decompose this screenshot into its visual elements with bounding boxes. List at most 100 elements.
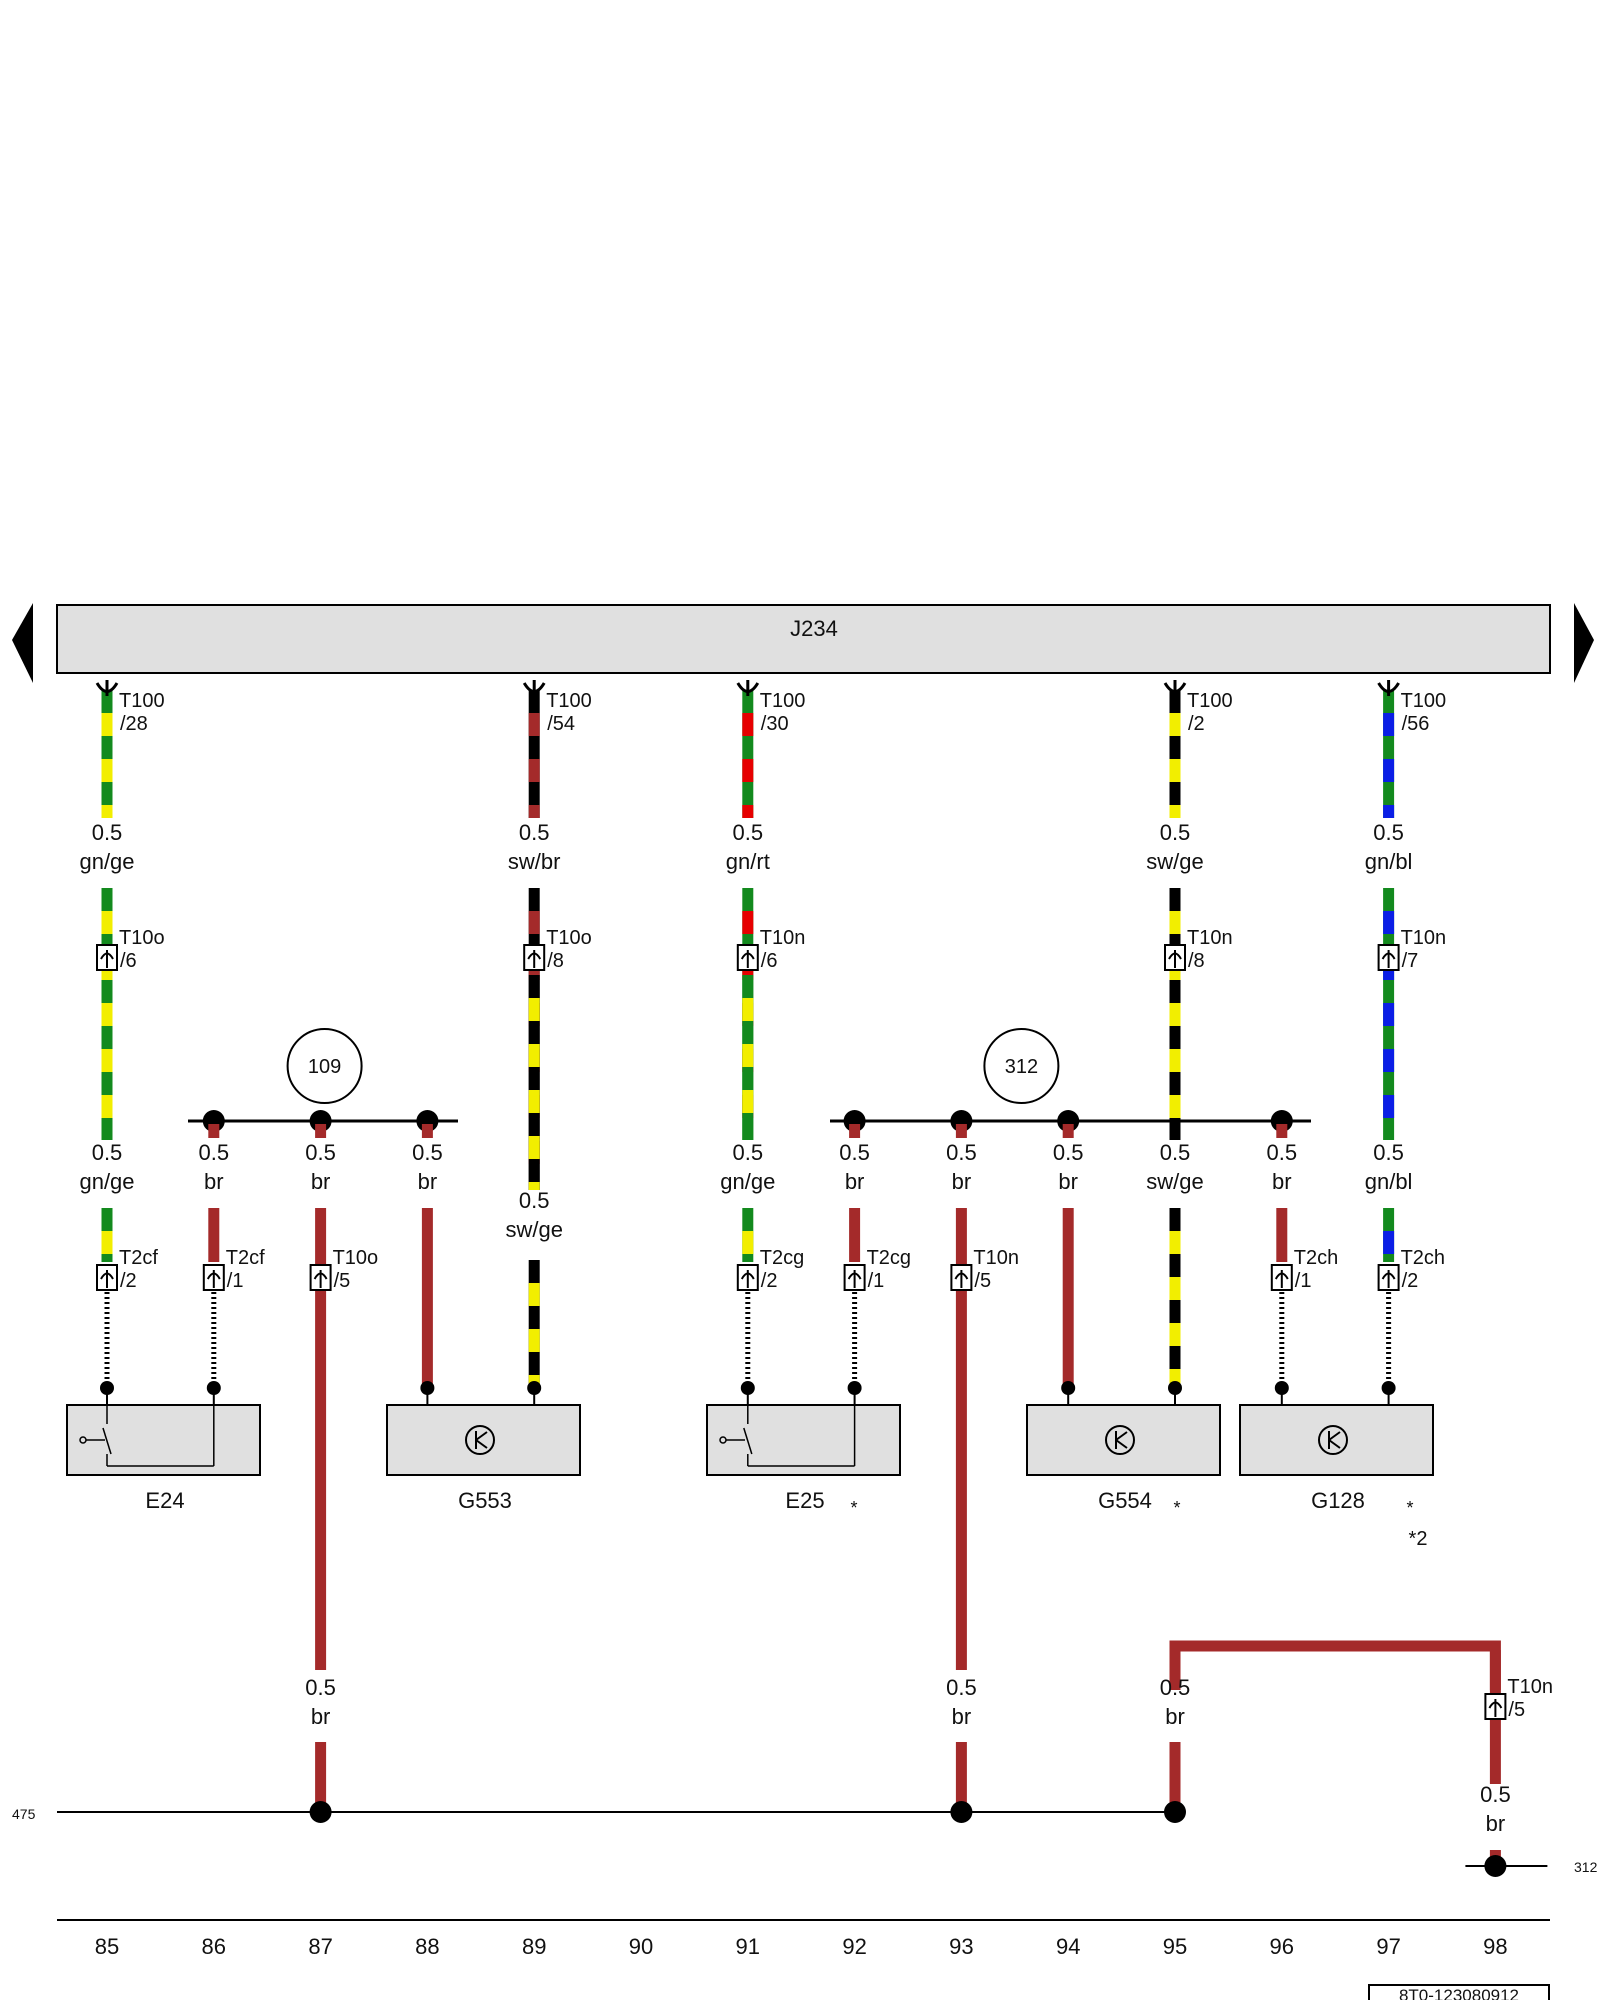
ref-312: 312 bbox=[1574, 1859, 1598, 1875]
column-number: 90 bbox=[629, 1934, 653, 1959]
component-g553-label: G553 bbox=[458, 1488, 512, 1513]
component-g554-box bbox=[1026, 1404, 1221, 1476]
component-g554-sensor-icon bbox=[1105, 1425, 1135, 1455]
wire-col-95-mid-connector: T10n bbox=[1187, 927, 1233, 949]
column-number: 89 bbox=[522, 1934, 546, 1959]
ref-475: 475 bbox=[12, 1806, 36, 1822]
column-number: 95 bbox=[1163, 1934, 1187, 1959]
branch-col-93-bot-pin: /5 bbox=[974, 1270, 991, 1292]
component-e25-switch-contact bbox=[743, 1427, 753, 1455]
component-g128-sensor-icon-collector bbox=[1328, 1431, 1341, 1441]
page-next-arrow[interactable] bbox=[1574, 603, 1594, 683]
wire-col-95-upper-label-cross-section: 0.5 bbox=[1160, 820, 1191, 845]
column-number: 86 bbox=[202, 1934, 226, 1959]
component-g128-label: G128 bbox=[1311, 1488, 1365, 1513]
wire-col-97-mid-pin: /7 bbox=[1402, 950, 1419, 972]
wire-col-89-connector: T100 bbox=[546, 690, 592, 712]
ground-wire-col-98-splice-dot bbox=[1484, 1855, 1507, 1877]
ground-wire-col-93-ground-dot bbox=[950, 1801, 973, 1823]
component-e24: E24 bbox=[66, 1390, 261, 1513]
branch-col-92-module-terminal bbox=[847, 1381, 862, 1395]
component-g553-box bbox=[386, 1404, 581, 1476]
branch-col-96-module-terminal bbox=[1274, 1381, 1289, 1395]
wire-col-91-upper-label-color: gn/rt bbox=[726, 849, 770, 874]
branch-col-93-label-cross-section: 0.5 bbox=[946, 1140, 977, 1165]
wire-col-89-mid-pin: /8 bbox=[547, 950, 564, 972]
ground-wire-col-87-ground-dot bbox=[309, 1801, 332, 1823]
component-g128-sensor-icon-emitter bbox=[1328, 1439, 1341, 1449]
branch-col-88-label-cross-section: 0.5 bbox=[412, 1140, 443, 1165]
component-e25-label: E25 bbox=[785, 1488, 824, 1513]
wire-col-85-pin: /28 bbox=[120, 713, 148, 735]
ground-wire-col-98-label-color: br bbox=[1486, 1811, 1506, 1836]
ground-wire-col-98-conn-connector: T10n bbox=[1507, 1676, 1553, 1698]
branch-col-93-label-color: br bbox=[952, 1169, 972, 1194]
branch-col-86-module-terminal bbox=[206, 1381, 221, 1395]
component-e25-note: * bbox=[850, 1498, 857, 1518]
branch-col-86-label-cross-section: 0.5 bbox=[199, 1140, 230, 1165]
page-prev-arrow[interactable] bbox=[12, 603, 33, 683]
wire-col-91-pin: /30 bbox=[761, 713, 789, 735]
column-number: 96 bbox=[1270, 1934, 1294, 1959]
wire-col-97-upper-label-cross-section: 0.5 bbox=[1373, 820, 1404, 845]
branch-col-86-label-color: br bbox=[204, 1169, 224, 1194]
branch-col-96-label-color: br bbox=[1272, 1169, 1292, 1194]
component-e24-label: E24 bbox=[145, 1488, 184, 1513]
control-unit-bar bbox=[56, 604, 1551, 674]
branch-col-96-label-cross-section: 0.5 bbox=[1267, 1140, 1298, 1165]
wire-col-95-mid-pin: /8 bbox=[1188, 950, 1205, 972]
branch-col-94-label-color: br bbox=[1058, 1169, 1078, 1194]
column-number: 98 bbox=[1483, 1934, 1507, 1959]
branch-col-87-bot-pin: /5 bbox=[334, 1270, 351, 1292]
branch-col-88-module-terminal bbox=[420, 1381, 435, 1395]
component-e25: E25 * bbox=[706, 1390, 901, 1518]
wire-col-95-connector: T100 bbox=[1187, 690, 1233, 712]
branch-col-86-bot-pin: /1 bbox=[227, 1270, 244, 1292]
branch-col-87-label-cross-section: 0.5 bbox=[305, 1140, 336, 1165]
component-e24-switch-contact bbox=[102, 1427, 112, 1455]
wire-col-85-mid-label-color: gn/ge bbox=[79, 1169, 134, 1194]
ground-wire-col-95-ground-dot bbox=[1164, 1801, 1186, 1823]
component-g554-sensor-icon-emitter bbox=[1115, 1439, 1128, 1449]
wire-col-97-mid-connector: T10n bbox=[1401, 927, 1447, 949]
wire-col-89-mid-connector: T10o bbox=[546, 927, 592, 949]
wire-col-95-pin: /2 bbox=[1188, 713, 1205, 735]
wire-col-91-mid-connector: T10n bbox=[760, 927, 806, 949]
branch-col-96-bot-connector: T2ch bbox=[1294, 1247, 1338, 1269]
wire-col-91-bot-connector: T2cg bbox=[760, 1247, 804, 1269]
branch-col-93-bot-connector: T10n bbox=[973, 1247, 1019, 1269]
component-g553-sensor-icon-emitter bbox=[475, 1439, 488, 1449]
wire-col-89-lower-label-cross-section: 0.5 bbox=[519, 1188, 550, 1213]
component-g128: G128**2 bbox=[1239, 1390, 1434, 1550]
ground-wire-col-93-label-color: br bbox=[952, 1704, 972, 1729]
wire-col-89-upper-label-color: sw/br bbox=[508, 849, 561, 874]
branch-col-87-bot-connector: T10o bbox=[333, 1247, 379, 1269]
branch-col-94-module-terminal bbox=[1061, 1381, 1076, 1395]
component-g554: G554* bbox=[1026, 1390, 1221, 1518]
ground-wire-col-93-label-cross-section: 0.5 bbox=[946, 1675, 977, 1700]
column-number: 93 bbox=[949, 1934, 973, 1959]
component-g128-note: * bbox=[1406, 1498, 1413, 1518]
branch-col-87-label-color: br bbox=[311, 1169, 331, 1194]
column-number: 87 bbox=[308, 1934, 332, 1959]
branch-col-92-bot-pin: /1 bbox=[868, 1270, 885, 1292]
wire-col-91-mid-pin: /6 bbox=[761, 950, 778, 972]
wire-col-97-module-terminal bbox=[1381, 1381, 1396, 1395]
component-g554-label: G554 bbox=[1098, 1488, 1152, 1513]
wire-col-97-pin: /56 bbox=[1402, 713, 1430, 735]
column-number: 88 bbox=[415, 1934, 439, 1959]
wire-col-85-mid-label-cross-section: 0.5 bbox=[92, 1140, 123, 1165]
wire-col-91-mid-label-color: gn/ge bbox=[720, 1169, 775, 1194]
branch-col-96-bot-pin: /1 bbox=[1295, 1270, 1312, 1292]
ground-wire-col-95-label-cross-section: 0.5 bbox=[1160, 1675, 1191, 1700]
wire-col-95-module-terminal bbox=[1168, 1381, 1182, 1395]
ground-wire-col-98-label-cross-section: 0.5 bbox=[1480, 1782, 1511, 1807]
wire-col-89-upper-label-cross-section: 0.5 bbox=[519, 820, 550, 845]
branch-col-86-bot-connector: T2cf bbox=[226, 1247, 265, 1269]
wire-col-85-module-terminal bbox=[100, 1381, 114, 1395]
component-g554-sensor-icon-collector bbox=[1115, 1431, 1128, 1441]
wire-col-95-mid-label-cross-section: 0.5 bbox=[1160, 1140, 1191, 1165]
wire-col-95-upper-label-color: sw/ge bbox=[1146, 849, 1203, 874]
wire-col-91-connector: T100 bbox=[760, 690, 806, 712]
